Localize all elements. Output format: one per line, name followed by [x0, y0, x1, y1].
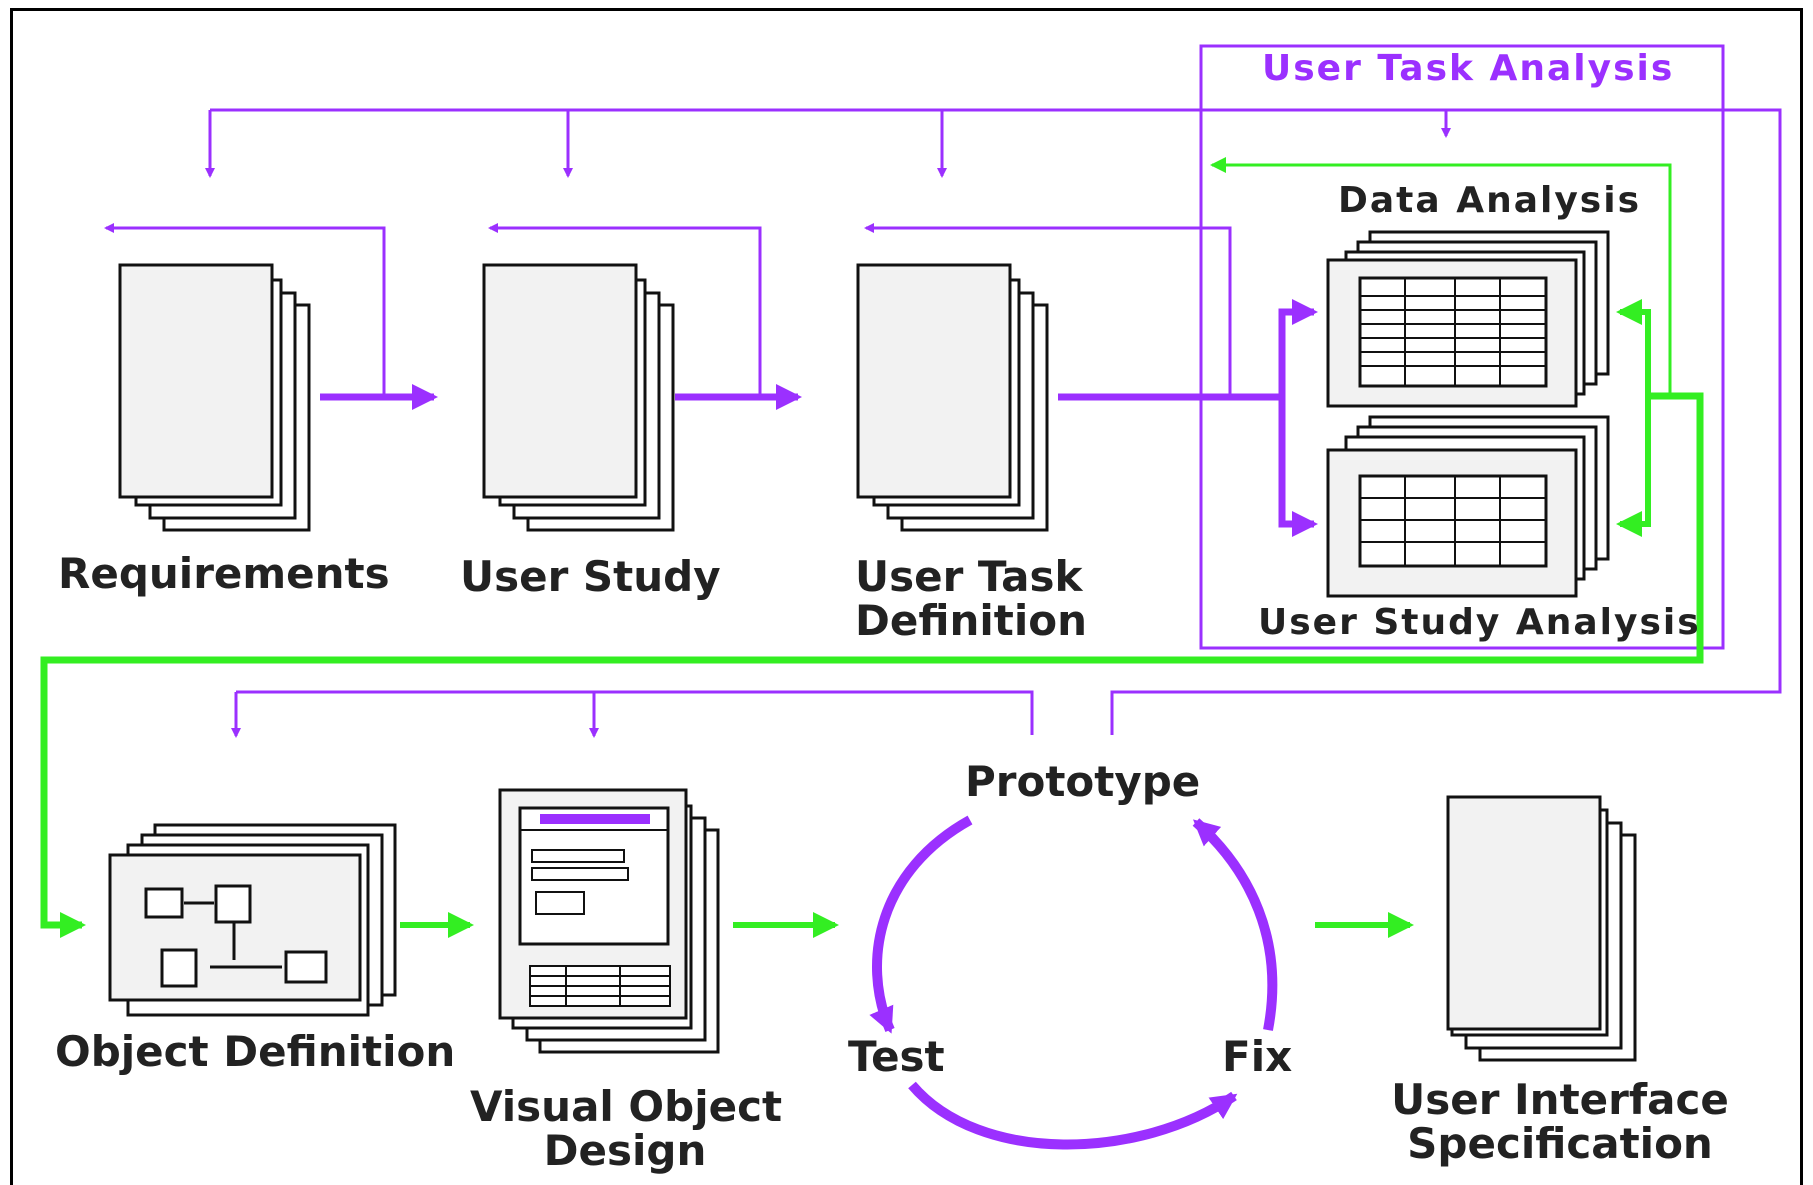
visual-object-design-label: Visual Object Design [470, 1082, 783, 1176]
visual-object-design-stack [498, 788, 720, 1054]
user-task-analysis-box [1199, 44, 1725, 650]
folder-icon [144, 887, 184, 919]
object-definition-label: Object Definition [55, 1027, 456, 1076]
fix-label: Fix [1222, 1032, 1293, 1081]
user-task-analysis-title: User Task Analysis [1262, 48, 1675, 89]
user-task-definition-line1: User Task [855, 552, 1083, 601]
diagram-frame [10, 8, 1803, 1185]
document-icon [214, 884, 252, 924]
user-study-label: User Study [460, 552, 721, 601]
ui-specification-line2: Specification [1407, 1119, 1713, 1169]
prototype-label: Prototype [965, 757, 1201, 806]
data-analysis-stack [1326, 230, 1610, 408]
document-icon [160, 948, 198, 988]
requirements-label: Requirements [58, 549, 390, 598]
folder-icon [284, 950, 328, 984]
requirements-doc-stack [118, 263, 311, 532]
user-study-doc-stack [482, 263, 675, 532]
forward-arrows [320, 299, 1318, 537]
user-task-definition-doc-stack [856, 263, 1049, 532]
data-analysis-label: Data Analysis [1338, 180, 1641, 221]
object-definition-stack [108, 823, 397, 1017]
ui-specification-stack [1446, 795, 1637, 1062]
top-feedback-lines [104, 108, 1782, 738]
ui-specification-label: User Interface Specification [1385, 1075, 1735, 1169]
visual-object-design-line2: Design [543, 1126, 707, 1176]
user-task-definition-line2: Definition [855, 596, 1088, 646]
user-task-definition-label: User Task Definition [855, 552, 1088, 646]
visual-object-design-line1: Visual Object [470, 1082, 783, 1131]
user-study-analysis-label: User Study Analysis [1258, 602, 1701, 643]
prototype-cycle [869, 815, 1278, 1150]
user-study-analysis-stack [1326, 415, 1610, 598]
ui-specification-line1: User Interface [1391, 1075, 1729, 1124]
green-flow-lines [40, 157, 1704, 938]
test-label: Test [848, 1032, 945, 1081]
